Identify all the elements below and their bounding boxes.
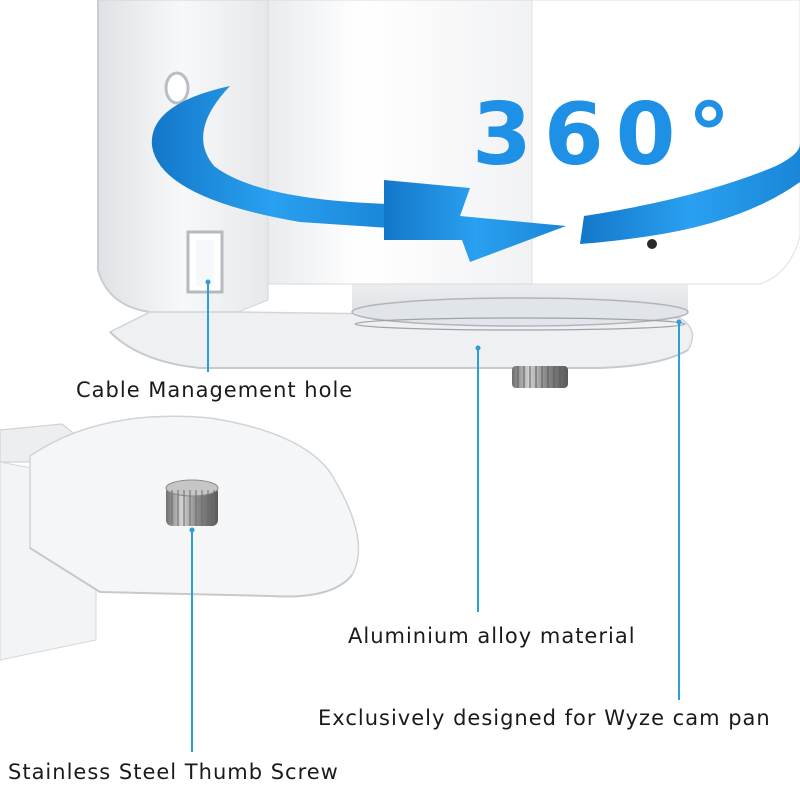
leader-line-cable bbox=[205, 279, 211, 372]
leader-line-designed bbox=[676, 319, 682, 700]
cable-management-slot bbox=[186, 230, 224, 294]
second-mount-plate bbox=[0, 415, 360, 661]
thumb-screw bbox=[165, 479, 219, 526]
knurled-bolt bbox=[512, 366, 568, 388]
leader-line-alloy bbox=[475, 345, 481, 612]
leader-line-screw bbox=[189, 527, 195, 752]
thumb-screw-label: Stainless Steel Thumb Screw bbox=[8, 760, 339, 784]
cable-management-label: Cable Management hole bbox=[76, 378, 354, 402]
designed-for-label: Exclusively designed for Wyze cam pan bbox=[318, 706, 771, 730]
screw-hole bbox=[164, 71, 190, 105]
rotation-degrees-text: 360° bbox=[472, 85, 743, 185]
aluminium-alloy-label: Aluminium alloy material bbox=[348, 624, 636, 648]
circular-rotation-arrow-icon bbox=[151, 86, 800, 262]
